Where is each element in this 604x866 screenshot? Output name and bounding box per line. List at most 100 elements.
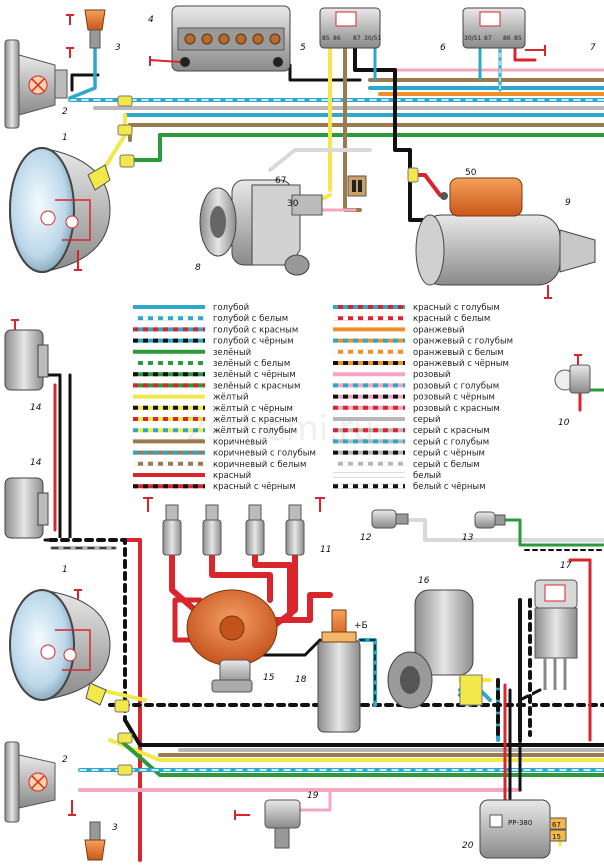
legend-label: серый с белым xyxy=(413,460,480,470)
label-sensor-12: 12 xyxy=(360,533,372,543)
legend-item-left-13: коричневый с голубым xyxy=(133,449,316,459)
label-horn-lower: 14 xyxy=(30,458,42,468)
legend-item-left-7: зелёный с красным xyxy=(133,381,300,391)
relay-17 xyxy=(534,579,578,690)
legend-label: зелёный с чёрным xyxy=(213,370,296,380)
regulator-model: РР-380 xyxy=(508,819,532,827)
relay-6: 30/51 87 86 85 xyxy=(462,7,546,56)
component-numbers: 1 2 3 4 5 6 7 8 9 10 11 12 13 14 14 15 1… xyxy=(30,15,596,851)
horn-lower xyxy=(4,477,49,539)
legend-label: жёлтый с чёрным xyxy=(213,404,293,414)
legend-item-left-6: зелёный с чёрным xyxy=(133,370,296,380)
ignition-coil: +Б xyxy=(317,609,368,733)
relay5-pin-87: 87 xyxy=(353,35,361,42)
label-headlamp-top: 1 xyxy=(62,133,68,143)
label-signal-switch-top: 3 xyxy=(115,43,121,53)
label-sensor-13: 13 xyxy=(462,533,474,543)
label-side-lamp-top: 2 xyxy=(62,107,68,117)
legend-label: розовый с чёрным xyxy=(413,393,495,403)
signal-switch-bottom xyxy=(84,821,106,861)
label-horn-upper: 14 xyxy=(30,403,42,413)
legend-item-right-0: красный с голубым xyxy=(333,303,500,313)
legend-label: голубой с белым xyxy=(213,314,288,324)
alt-terminal-30: 30 xyxy=(287,199,299,209)
legend-item-right-6: розовый xyxy=(333,370,451,380)
legend-label: коричневый с голубым xyxy=(213,449,316,459)
legend-item-left-3: голубой с чёрным xyxy=(133,337,294,347)
legend-item-right-12: серый с голубым xyxy=(333,437,489,447)
legend-label: голубой xyxy=(213,303,249,313)
relay6-pin-87: 87 xyxy=(484,35,492,42)
right-switch xyxy=(554,354,591,394)
legend-item-right-13: серый с чёрным xyxy=(333,449,485,459)
legend-item-left-10: жёлтый с красным xyxy=(133,415,298,425)
legend-item-right-15: белый xyxy=(333,471,441,481)
legend-label: зелёный с белым xyxy=(213,359,290,369)
spark-plugs xyxy=(143,497,325,556)
label-relay-17: 17 xyxy=(560,561,572,571)
legend-item-left-16: красный с чёрным xyxy=(133,482,296,492)
sensor-12 xyxy=(371,509,409,529)
legend-item-right-2: оранжевый xyxy=(333,325,465,335)
relay6-pin-85: 85 xyxy=(514,35,522,42)
sensor-13 xyxy=(474,511,506,529)
legend-label: оранжевый с чёрным xyxy=(413,359,509,369)
legend-label: коричневый с белым xyxy=(213,460,306,470)
label-starter: 9 xyxy=(565,198,571,208)
coil-terminal-plus: +Б xyxy=(354,621,368,631)
alternator: 67 30 xyxy=(199,176,323,276)
legend-item-right-10: серый xyxy=(333,415,441,425)
legend-label: серый xyxy=(413,415,441,425)
legend-label: красный с голубым xyxy=(413,303,500,313)
legend-label: оранжевый с белым xyxy=(413,348,504,358)
legend-label: оранжевый xyxy=(413,325,465,335)
legend-item-left-11: жёлтый с голубым xyxy=(133,426,297,436)
headlamp-bottom xyxy=(9,589,111,706)
legend-item-left-12: коричневый xyxy=(133,437,267,447)
legend-item-left-1: голубой с белым xyxy=(133,314,288,324)
legend-item-right-5: оранжевый с чёрным xyxy=(333,359,509,369)
label-distributor: 15 xyxy=(263,673,275,683)
legend-label: красный с чёрным xyxy=(213,482,296,492)
legend-label: серый с голубым xyxy=(413,437,489,447)
legend-item-left-4: зелёный xyxy=(133,348,251,358)
legend-item-right-3: оранжевый с голубым xyxy=(333,337,513,347)
signal-switch-top xyxy=(66,9,106,58)
voltage-regulator: РР-380 67 15 xyxy=(479,799,567,859)
legend-label: зелёный с красным xyxy=(213,381,300,391)
legend-item-right-4: оранжевый с белым xyxy=(333,348,504,358)
side-lamp-top xyxy=(4,39,68,129)
starter-terminal-50: 50 xyxy=(465,168,477,178)
legend-label: розовый с голубым xyxy=(413,381,499,391)
legend-label: белый с чёрным xyxy=(413,482,486,492)
regulator-terminal-15: 15 xyxy=(552,833,561,841)
legend-label: красный xyxy=(213,471,251,481)
legend-label: серый с красным xyxy=(413,426,490,436)
wiper-motor xyxy=(387,589,483,709)
legend-item-left-15: красный xyxy=(133,471,251,481)
legend-item-right-9: розовый с красным xyxy=(333,404,500,414)
legend-label: жёлтый xyxy=(213,393,249,403)
relay-5: 85 86 87 30/51 xyxy=(319,7,381,49)
watermark-text: 2schemi.ru xyxy=(185,409,374,449)
headlamp-top xyxy=(9,147,111,273)
legend-item-left-5: зелёный с белым xyxy=(133,359,290,369)
legend-label: голубой с чёрным xyxy=(213,337,294,347)
legend-item-right-11: серый с красным xyxy=(333,426,490,436)
legend-item-right-14: серый с белым xyxy=(333,460,480,470)
legend-label: зелёный xyxy=(213,348,251,358)
legend-item-left-8: жёлтый xyxy=(133,393,249,403)
legend-label: розовый с красным xyxy=(413,404,500,414)
legend-item-right-16: белый с чёрным xyxy=(333,482,486,492)
wire-harness xyxy=(43,33,604,862)
side-lamp-bottom xyxy=(4,741,76,823)
sensor-19 xyxy=(234,799,301,849)
starter: 50 xyxy=(415,168,596,299)
label-item-7: 7 xyxy=(590,43,596,53)
fuse-holder xyxy=(347,175,367,197)
label-relay-6: 6 xyxy=(440,43,446,53)
relay6-pin-3051: 30/51 xyxy=(464,35,481,42)
legend-label: коричневый xyxy=(213,437,267,447)
